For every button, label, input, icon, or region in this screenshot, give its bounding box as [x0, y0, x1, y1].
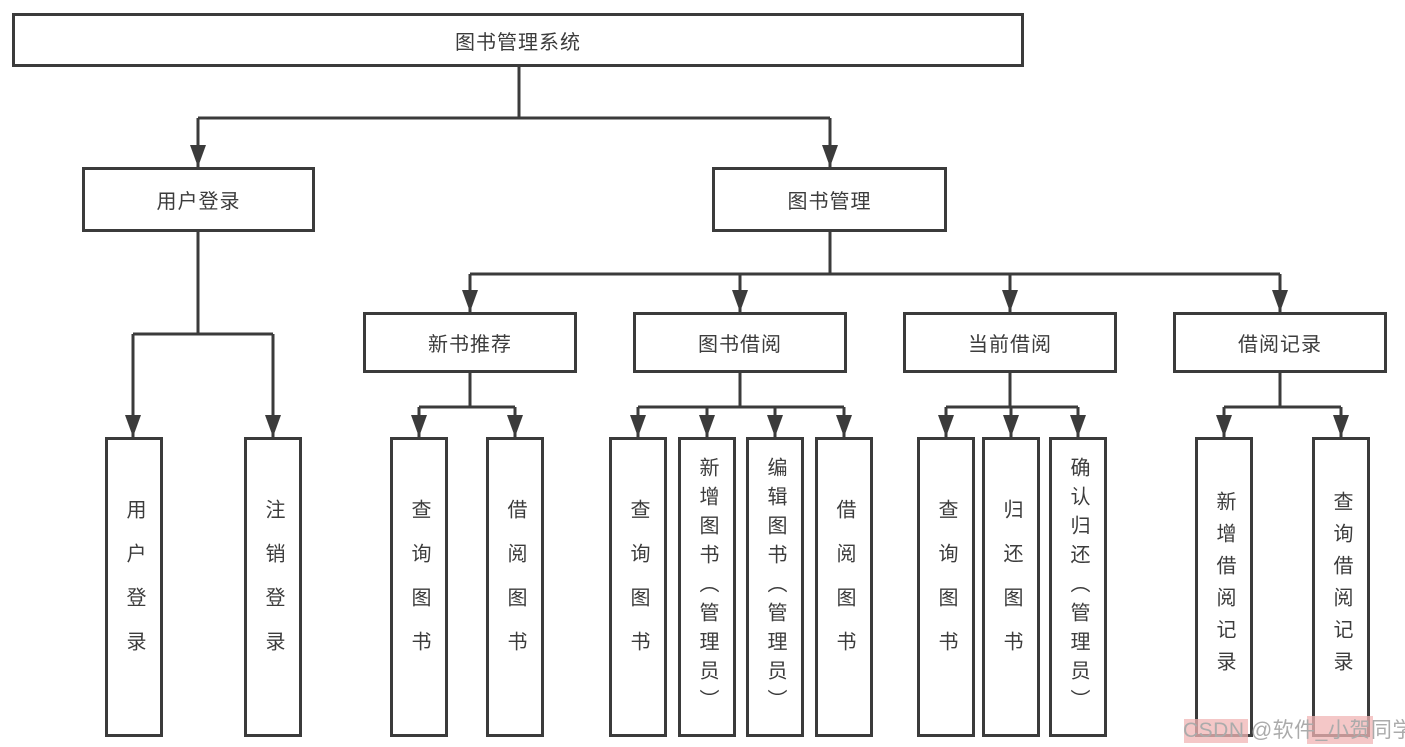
node-borrow-records: 借阅记录 [1173, 312, 1387, 373]
leaf-label: 查询图书 [627, 499, 649, 675]
node-current-borrow: 当前借阅 [903, 312, 1117, 373]
leaf-label: 用户登录 [123, 499, 145, 675]
leaf-br-add-record: 新增借阅记录 [1195, 437, 1253, 737]
leaf-user-login: 用户登录 [105, 437, 163, 737]
leaf-bb-add-books-admin: 新增图书（管理员） [678, 437, 736, 737]
watermark: CSDN @软件_小贺同学 [1183, 714, 1405, 744]
leaf-label: 新增借阅记录 [1213, 491, 1235, 683]
leaf-br-query-record: 查询借阅记录 [1312, 437, 1370, 737]
leaf-label: 确认归还（管理员） [1067, 456, 1089, 718]
leaf-cb-query-books: 查询图书 [917, 437, 975, 737]
node-book-borrow: 图书借阅 [633, 312, 847, 373]
watermark-highlight [1184, 719, 1248, 743]
leaf-logout: 注销登录 [244, 437, 302, 737]
leaf-nb-query-books: 查询图书 [390, 437, 448, 737]
leaf-bb-edit-books-admin: 编辑图书（管理员） [746, 437, 804, 737]
leaf-label: 借阅图书 [504, 499, 526, 675]
node-label: 当前借阅 [968, 334, 1052, 356]
watermark-highlight [1307, 716, 1373, 744]
node-label: 图书管理系统 [455, 31, 581, 54]
leaf-label: 新增图书（管理员） [696, 456, 718, 718]
leaf-label: 编辑图书（管理员） [764, 456, 786, 718]
leaf-label: 查询图书 [935, 499, 957, 675]
leaf-label: 借阅图书 [833, 499, 855, 675]
node-label: 新书推荐 [428, 334, 512, 356]
leaf-cb-return-books: 归还图书 [982, 437, 1040, 737]
node-user-login: 用户登录 [82, 167, 315, 232]
node-label: 图书借阅 [698, 334, 782, 356]
leaf-label: 查询图书 [408, 499, 430, 675]
watermark-text: CSDN @软件_小贺同学 [1183, 719, 1405, 742]
leaf-label: 归还图书 [1000, 499, 1022, 675]
leaf-nb-borrow-books: 借阅图书 [486, 437, 544, 737]
node-label: 用户登录 [156, 191, 241, 213]
leaf-cb-confirm-return-admin: 确认归还（管理员） [1049, 437, 1107, 737]
node-label: 借阅记录 [1238, 334, 1322, 356]
node-label: 图书管理 [787, 191, 872, 213]
node-new-book-recommend: 新书推荐 [363, 312, 577, 373]
leaf-bb-borrow-books: 借阅图书 [815, 437, 873, 737]
node-book-management: 图书管理 [712, 167, 947, 232]
node-root-library-system: 图书管理系统 [12, 13, 1024, 67]
leaf-bb-query-books: 查询图书 [609, 437, 667, 737]
leaf-label: 查询借阅记录 [1330, 491, 1352, 683]
leaf-label: 注销登录 [262, 499, 284, 675]
